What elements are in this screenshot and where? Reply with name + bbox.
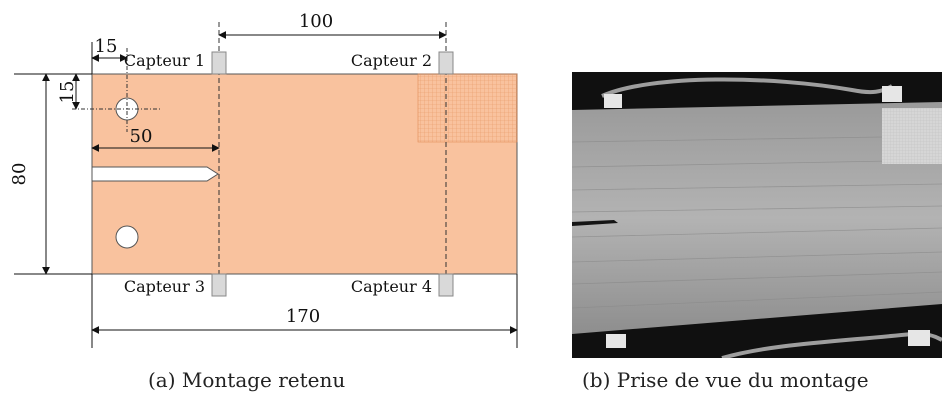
specimen-diagram: Capteur 1 Capteur 2 Capteur 3 Capteur 4 … [9, 11, 518, 348]
mark-grid [417, 73, 518, 143]
dim-spacing-label: 100 [299, 11, 333, 32]
dim-hole-vertical-label: 15 [57, 81, 78, 104]
sensor-label-1: Capteur 1 [124, 51, 205, 70]
setup-photo [572, 72, 942, 358]
dim-length-label: 170 [286, 306, 320, 327]
dim-height-label: 80 [9, 163, 30, 186]
sensor-label-2: Capteur 2 [351, 51, 432, 70]
photo-crack [572, 220, 618, 226]
crack-notch [91, 166, 219, 182]
dim-crack-label: 50 [130, 126, 153, 147]
sensor-4 [438, 273, 454, 297]
sensor-label-4: Capteur 4 [351, 277, 432, 296]
caption-figure-b: (b) Prise de vue du montage [582, 368, 869, 392]
caption-figure-a: (a) Montage retenu [148, 368, 346, 392]
sensor-1 [211, 51, 227, 75]
dim-top-offset-label: 15 [95, 36, 118, 57]
sensor-3 [211, 273, 227, 297]
sensor-2 [438, 51, 454, 75]
hole-bottom [115, 225, 139, 249]
sensor-label-3: Capteur 3 [124, 277, 205, 296]
